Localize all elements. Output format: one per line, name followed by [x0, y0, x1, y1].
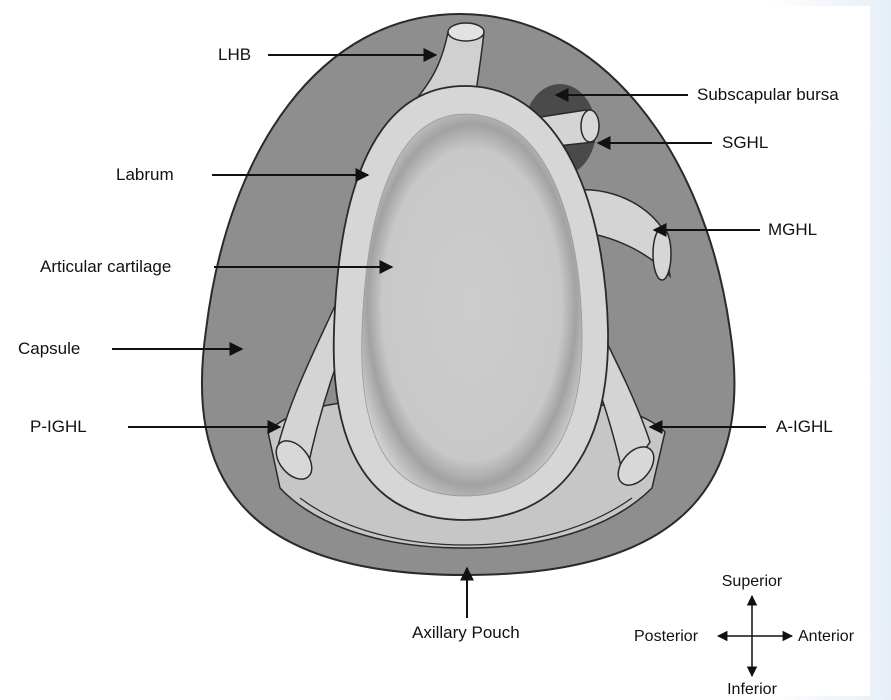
svg-text:P-IGHL: P-IGHL: [30, 417, 87, 436]
orientation-compass: Superior Inferior Posterior Anterior: [634, 573, 855, 698]
compass-inferior: Inferior: [727, 681, 777, 698]
compass-superior: Superior: [722, 573, 783, 590]
compass-anterior: Anterior: [798, 628, 855, 645]
svg-text:MGHL: MGHL: [768, 220, 817, 239]
sghl-end: [581, 110, 599, 142]
mghl-end: [653, 228, 671, 280]
svg-text:Axillary Pouch: Axillary Pouch: [412, 623, 520, 642]
compass-posterior: Posterior: [634, 628, 699, 645]
label-axillary-pouch: Axillary Pouch: [412, 568, 520, 642]
svg-text:A-IGHL: A-IGHL: [776, 417, 833, 436]
svg-text:LHB: LHB: [218, 45, 251, 64]
svg-text:Labrum: Labrum: [116, 165, 174, 184]
svg-text:SGHL: SGHL: [722, 133, 768, 152]
svg-text:Capsule: Capsule: [18, 339, 80, 358]
lhb-tendon-end: [448, 23, 484, 41]
articular-cartilage-shape: [362, 114, 582, 496]
svg-text:Subscapular bursa: Subscapular bursa: [697, 85, 839, 104]
svg-text:Articular cartilage: Articular cartilage: [40, 257, 171, 276]
